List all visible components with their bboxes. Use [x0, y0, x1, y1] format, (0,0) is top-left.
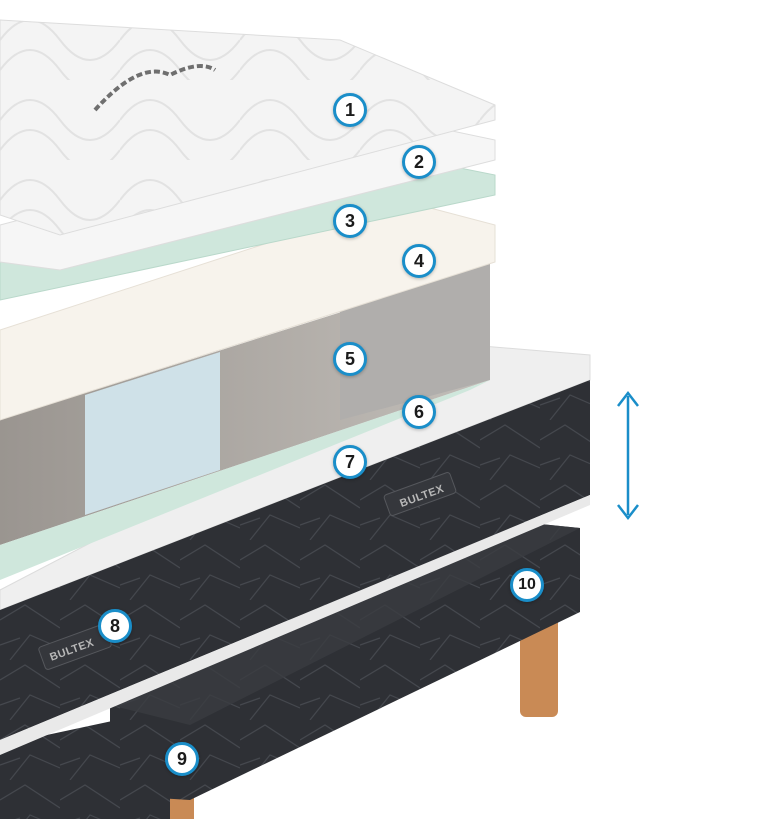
double-arrow-vertical-icon — [617, 390, 639, 521]
pocket-spring-layer — [0, 262, 490, 580]
mattress-body: BULTEX BULTEX — [0, 344, 591, 755]
layer-marker-9[interactable]: 9 — [165, 742, 199, 776]
layer-marker-3[interactable]: 3 — [333, 204, 367, 238]
layer-marker-2[interactable]: 2 — [402, 145, 436, 179]
brand-tag-side: BULTEX — [383, 472, 457, 516]
layer-marker-6[interactable]: 6 — [402, 395, 436, 429]
layer-marker-8[interactable]: 8 — [98, 609, 132, 643]
layer-marker-5[interactable]: 5 — [333, 342, 367, 376]
layer-marker-10[interactable]: 10 — [510, 568, 544, 602]
quilted-top-cover — [0, 19, 496, 236]
layer-marker-4[interactable]: 4 — [402, 244, 436, 278]
layer-marker-7[interactable]: 7 — [333, 445, 367, 479]
layer-marker-1[interactable]: 1 — [333, 93, 367, 127]
box-spring-base — [0, 520, 580, 819]
